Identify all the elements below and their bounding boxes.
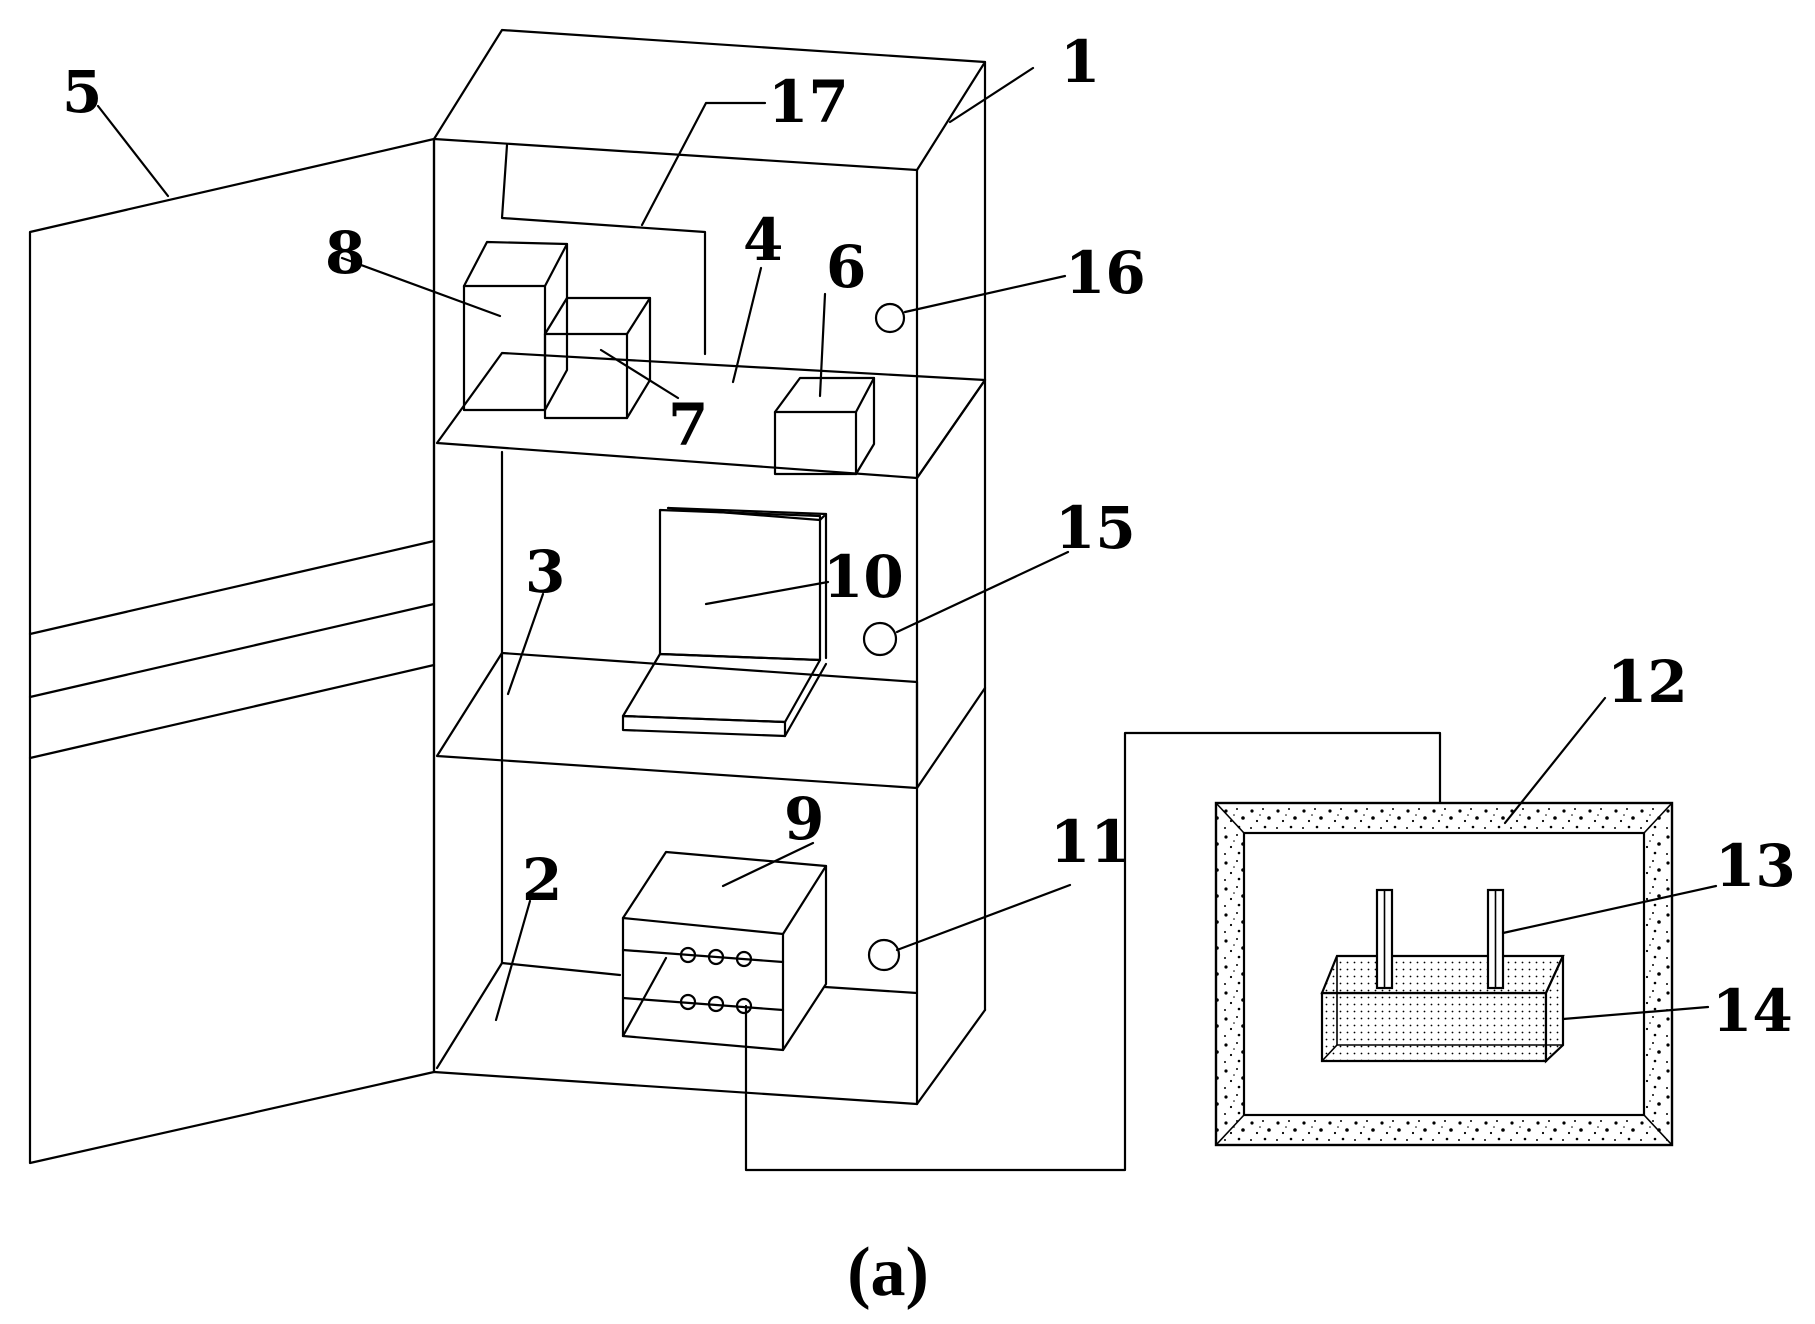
connection-cable xyxy=(744,731,1442,1172)
label-4: 4 xyxy=(743,206,783,274)
label-9: 9 xyxy=(784,785,824,853)
bottom-shelf xyxy=(435,961,919,1070)
indicator-11 xyxy=(867,938,901,972)
component-box-6 xyxy=(773,376,876,476)
specimen-14 xyxy=(1320,954,1565,1064)
laptop-10 xyxy=(621,506,828,738)
label-6: 6 xyxy=(826,233,866,301)
label-13: 13 xyxy=(1715,832,1796,900)
middle-shelf xyxy=(435,651,987,790)
label-12: 12 xyxy=(1607,648,1688,716)
upper-shelf xyxy=(435,351,987,480)
label-15: 15 xyxy=(1055,494,1136,562)
label-1: 1 xyxy=(1060,28,1100,96)
cabinet-body xyxy=(432,28,987,1106)
label-11: 11 xyxy=(1050,808,1131,876)
leader-lines xyxy=(96,66,1718,1022)
label-3: 3 xyxy=(525,538,565,606)
label-7: 7 xyxy=(668,391,708,459)
indicator-15 xyxy=(862,621,898,657)
label-5: 5 xyxy=(62,58,102,126)
figure-caption: (a) xyxy=(847,1234,929,1311)
indicator-16 xyxy=(874,302,906,334)
label-8: 8 xyxy=(325,219,365,287)
label-2: 2 xyxy=(522,846,562,914)
label-17: 17 xyxy=(768,68,849,136)
label-14: 14 xyxy=(1712,977,1793,1045)
device-box-9 xyxy=(621,850,828,1052)
label-16: 16 xyxy=(1065,239,1146,307)
electrodes-13 xyxy=(1375,888,1505,990)
label-10: 10 xyxy=(823,543,904,611)
cabinet-door xyxy=(28,137,436,1165)
